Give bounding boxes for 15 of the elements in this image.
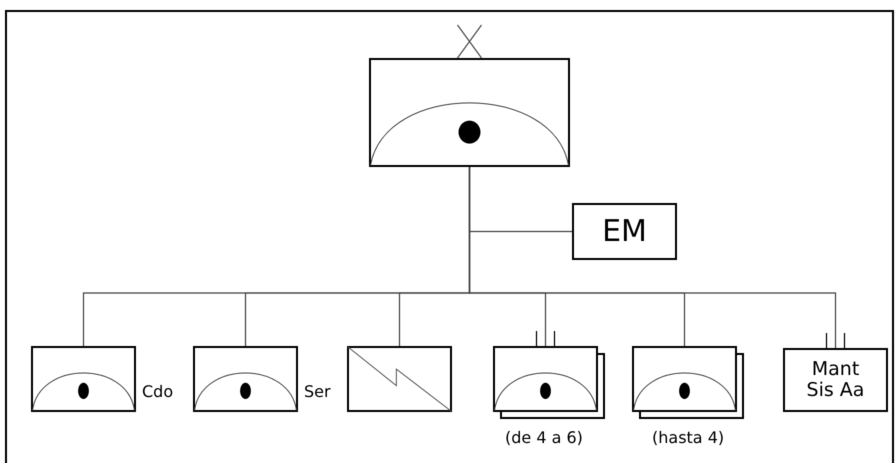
unit-label: Mant Sis Aa (806, 359, 866, 401)
unit-caption: Ser (304, 382, 331, 401)
stacked-unit-symbol (632, 346, 744, 419)
stacked-unit-symbol (493, 346, 605, 419)
unit-box (572, 203, 677, 260)
unit-box (783, 348, 888, 412)
signal-unit-symbol (347, 346, 452, 412)
unit-caption: (hasta 4) (652, 428, 724, 447)
unit-symbol (31, 346, 136, 412)
unit-caption: (de 4 a 6) (505, 428, 583, 447)
unit-caption: Cdo (142, 382, 174, 401)
unit-symbol (193, 346, 298, 412)
unit-label: EM (601, 215, 648, 248)
unit-symbol (369, 58, 570, 167)
connector-line (468, 167, 836, 348)
